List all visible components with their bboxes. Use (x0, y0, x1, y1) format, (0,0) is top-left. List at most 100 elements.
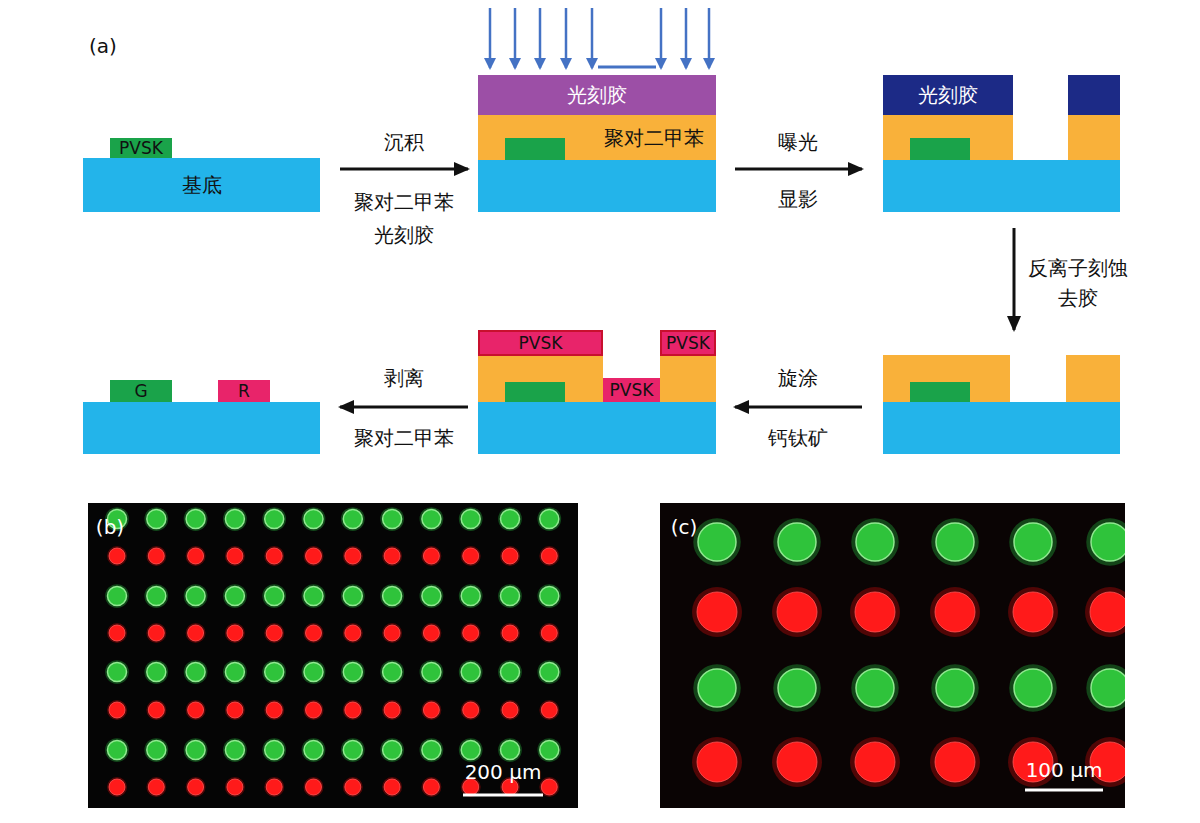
scale-label: 100 μm (1026, 758, 1103, 782)
pixel-dot (461, 587, 480, 606)
green-pixel (693, 664, 741, 712)
pixel-halo (537, 660, 561, 684)
substrate (478, 160, 716, 212)
pixel-halo (184, 738, 208, 762)
red-pixel (930, 737, 980, 787)
panel-letter: (a) (89, 34, 117, 58)
pixel-dot (147, 510, 166, 529)
pixel-dot (540, 510, 559, 529)
pixel-dot (147, 663, 166, 682)
process-arrows (340, 169, 1014, 407)
pixel-halo (186, 777, 206, 797)
pixel-dot (501, 587, 520, 606)
pixel-dot (936, 669, 974, 707)
pixel-dot (383, 663, 402, 682)
red-pixel (500, 623, 520, 643)
red-pixel (343, 700, 363, 720)
pixel-dot (147, 587, 166, 606)
step-label: 光刻胶 (374, 223, 434, 247)
step-label: 钙钛矿 (768, 426, 828, 450)
red-pixel (146, 623, 166, 643)
pixel-dot (345, 779, 361, 795)
pixel-halo (262, 584, 286, 608)
pixel-dot (541, 625, 557, 641)
green-pixel (459, 584, 483, 608)
pixel-dot (186, 587, 205, 606)
pixel-halo (498, 507, 522, 531)
green-pixel (1086, 664, 1125, 712)
parylene-layer (660, 356, 716, 402)
green-pixel (105, 660, 129, 684)
pixel-dot (778, 523, 816, 561)
layer-label: R (238, 383, 250, 400)
green-pixel (773, 664, 821, 712)
green-pixel (302, 584, 326, 608)
illustration-part (735, 168, 862, 171)
pixel-halo (343, 700, 363, 720)
green-pixel (380, 507, 404, 531)
green-pixel (105, 584, 129, 608)
pixel-halo (223, 738, 247, 762)
green-pixel (184, 584, 208, 608)
pixel-dot (461, 741, 480, 760)
red-pixel (186, 623, 206, 643)
pixel-halo (225, 700, 245, 720)
pixel-halo (186, 623, 206, 643)
pixel-dot (541, 702, 557, 718)
pixel-halo (105, 738, 129, 762)
red-pixel (382, 546, 402, 566)
red-pixel (343, 623, 363, 643)
pixel-dot (304, 741, 323, 760)
pixel-halo (184, 507, 208, 531)
step-label: 剥离 (384, 366, 424, 390)
red-pixel (225, 546, 245, 566)
pixel-halo (223, 507, 247, 531)
pixel-dot (345, 702, 361, 718)
pixel-halo (850, 587, 900, 637)
pixel-halo (537, 507, 561, 531)
pixel-dot (188, 779, 204, 795)
red-pixel (850, 737, 900, 787)
pixel-halo (692, 587, 742, 637)
red-pixel (772, 587, 822, 637)
green-pixel-layer: G (110, 380, 172, 402)
pixel-dot (304, 663, 323, 682)
pixel-dot (1014, 669, 1052, 707)
green-pixel (302, 507, 326, 531)
pixel-dot (384, 625, 400, 641)
red-pixel (382, 777, 402, 797)
exposure-arrows (490, 8, 709, 68)
pixel-dot (225, 741, 244, 760)
red-pixel (186, 700, 206, 720)
pixel-halo (144, 738, 168, 762)
red-pixel (421, 623, 441, 643)
pixel-halo (498, 660, 522, 684)
pixel-halo (382, 700, 402, 720)
pixel-halo (380, 507, 404, 531)
pixel-halo (461, 700, 481, 720)
green-pixel (420, 738, 444, 762)
green-pixel (1086, 518, 1125, 566)
pixel-halo (264, 623, 284, 643)
pixel-array-c (692, 518, 1125, 787)
photoresist-layer: 光刻胶 (883, 75, 1013, 115)
pixel-dot (422, 510, 441, 529)
pvsk-layer: PVSK (603, 378, 660, 402)
pixel-dot (501, 663, 520, 682)
pixel-dot (306, 779, 322, 795)
red-pixel (692, 737, 742, 787)
parylene-layer (1066, 355, 1120, 402)
illustration-part (489, 8, 492, 68)
pixel-dot (463, 548, 479, 564)
pixel-dot (109, 702, 125, 718)
photoresist-layer: 光刻胶 (478, 75, 716, 115)
pixel-dot (384, 779, 400, 795)
pixel-dot (225, 587, 244, 606)
pixel-dot (186, 663, 205, 682)
pixel-dot (698, 669, 736, 707)
pixel-halo (421, 546, 441, 566)
pixel-halo (146, 623, 166, 643)
pixel-halo (537, 584, 561, 608)
red-pixel (186, 546, 206, 566)
pixel-halo (225, 623, 245, 643)
